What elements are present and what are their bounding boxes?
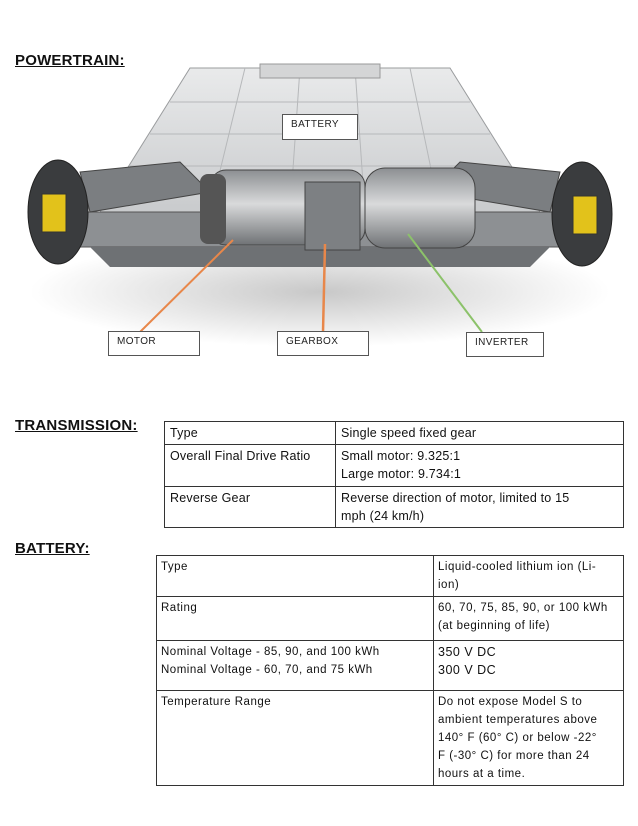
table-row: Overall Final Drive Ratio Small motor: 9… (164, 444, 624, 487)
transmission-heading: TRANSMISSION: (15, 417, 138, 434)
gearbox-callout: GEARBOX (277, 331, 369, 356)
table-cell-value: 60, 70, 75, 85, 90, or 100 kWh (at begin… (433, 596, 624, 641)
table-cell-value: Liquid-cooled lithium ion (Li- ion) (433, 555, 624, 597)
transmission-table: Type Single speed fixed gear Overall Fin… (164, 421, 624, 528)
table-cell-value: 350 V DC 300 V DC (433, 640, 624, 691)
table-cell-label: Type (156, 555, 434, 597)
inverter-callout: INVERTER (466, 332, 544, 357)
table-cell-value: Small motor: 9.325:1 Large motor: 9.734:… (335, 444, 624, 487)
inverter-leader-line (407, 233, 483, 333)
table-cell-value: Reverse direction of motor, limited to 1… (335, 486, 624, 528)
table-cell-label: Reverse Gear (164, 486, 336, 528)
powertrain-heading: POWERTRAIN: (15, 52, 125, 69)
table-row: Type Liquid-cooled lithium ion (Li- ion) (156, 555, 624, 597)
powertrain-illustration: BATTERY MOTOR GEARBOX INVERTER (20, 62, 620, 372)
motor-leader-line (139, 239, 234, 333)
battery-table: Type Liquid-cooled lithium ion (Li- ion)… (156, 555, 624, 786)
gearbox-housing (304, 181, 361, 251)
subframe-lower (90, 247, 550, 267)
left-brake-caliper (41, 193, 67, 233)
motor-endcap (200, 174, 226, 244)
table-row: Type Single speed fixed gear (164, 421, 624, 445)
table-cell-value: Single speed fixed gear (335, 421, 624, 445)
inverter-housing (364, 167, 476, 249)
table-row: Nominal Voltage - 85, 90, and 100 kWh No… (156, 640, 624, 691)
table-cell-label: Nominal Voltage - 85, 90, and 100 kWh No… (156, 640, 434, 691)
table-row: Temperature Range Do not expose Model S … (156, 690, 624, 786)
powertrain-drawing (27, 63, 613, 347)
motor-callout: MOTOR (108, 331, 200, 356)
gearbox-leader-line (321, 243, 327, 333)
table-cell-label: Overall Final Drive Ratio (164, 444, 336, 487)
table-cell-value: Do not expose Model S to ambient tempera… (433, 690, 624, 786)
table-row: Rating 60, 70, 75, 85, 90, or 100 kWh (a… (156, 596, 624, 641)
table-cell-label: Type (164, 421, 336, 445)
right-brake-caliper (572, 195, 598, 235)
battery-heading: BATTERY: (15, 540, 90, 557)
table-row: Reverse Gear Reverse direction of motor,… (164, 486, 624, 528)
battery-top-box (259, 63, 381, 79)
table-cell-label: Rating (156, 596, 434, 641)
battery-callout: BATTERY (282, 114, 358, 140)
table-cell-label: Temperature Range (156, 690, 434, 786)
